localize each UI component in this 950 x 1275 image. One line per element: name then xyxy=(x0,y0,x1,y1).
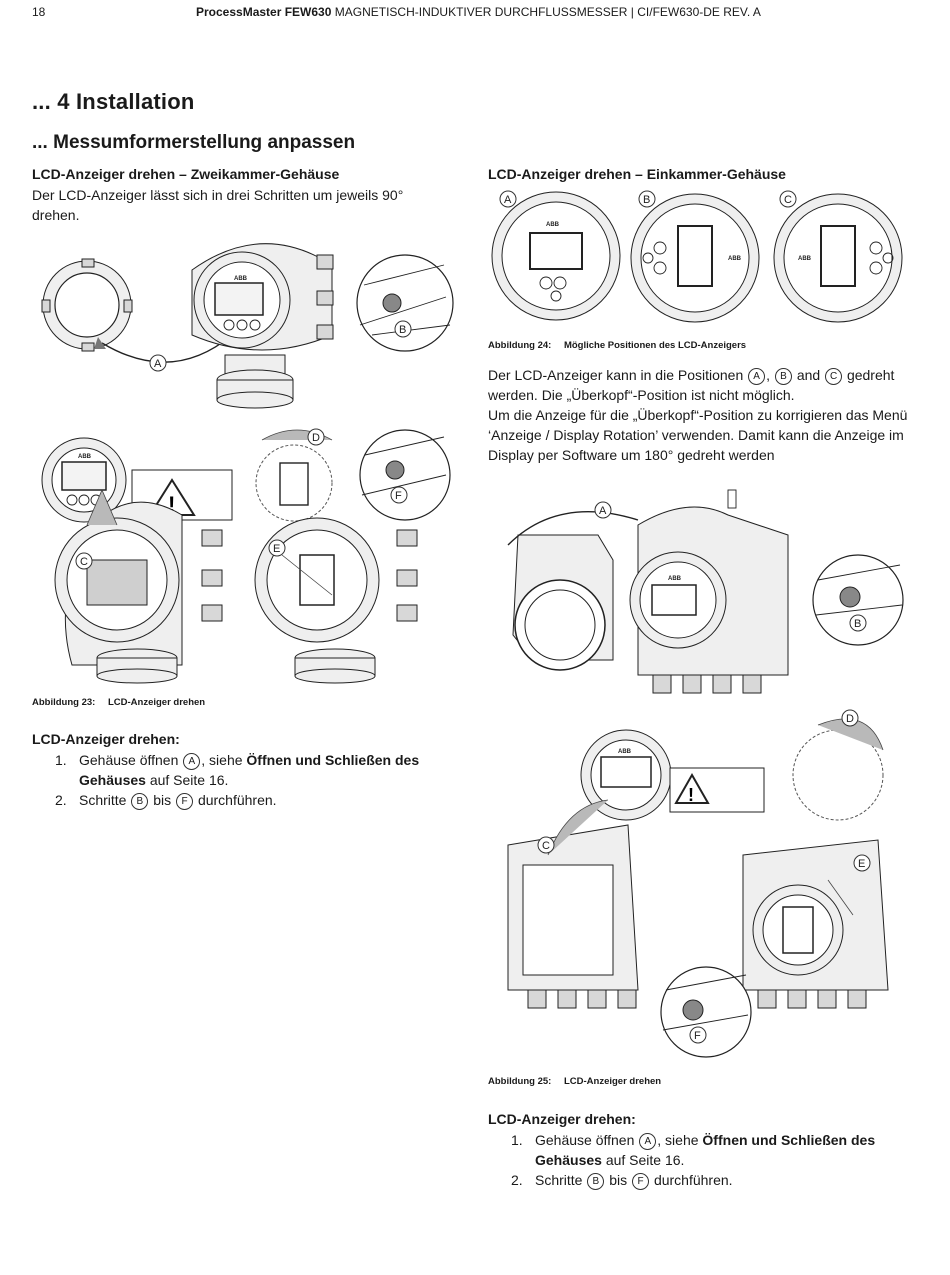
right-step-1-number: 1. xyxy=(511,1132,523,1148)
header-title: MAGNETISCH-INDUKTIVER DURCHFLUSSMESSER |… xyxy=(334,5,761,19)
figure-25-illustration: ABB A B ABB ! C D xyxy=(507,489,904,1058)
svg-text:ABB: ABB xyxy=(618,749,632,755)
link-open-close-housing[interactable]: Öffnen und Schließen des Gehäuses xyxy=(535,1132,876,1168)
left-step-1: 1. Gehäuse öffnen A, siehe Öffnen und Sc… xyxy=(32,750,442,790)
svg-text:F: F xyxy=(395,490,402,502)
svg-text:A: A xyxy=(504,194,512,206)
link-open-close-housing[interactable]: Öffnen und Schließen des Gehäuses xyxy=(79,752,420,788)
right-steps-list: 1. Gehäuse öffnen A, siehe Öffnen und Sc… xyxy=(488,1130,908,1190)
display-position-a: ABB A xyxy=(491,190,621,321)
figure-23-illustration: A ABB B ABB ! xyxy=(41,243,454,684)
left-heading: LCD-Anzeiger drehen – Zweikammer-Gehäuse xyxy=(32,166,340,182)
svg-text:D: D xyxy=(312,432,320,444)
svg-text:ABB: ABB xyxy=(668,576,682,582)
para-1-end: gedreht werden. Die „Überkopf“-Position … xyxy=(488,367,895,403)
svg-text:F: F xyxy=(694,1030,701,1042)
svg-text:A: A xyxy=(599,505,607,517)
svg-text:ABB: ABB xyxy=(728,256,742,262)
left-steps-list: 1. Gehäuse öffnen A, siehe Öffnen und Sc… xyxy=(32,750,442,810)
right-step-2-number: 2. xyxy=(511,1172,523,1188)
svg-text:D: D xyxy=(846,713,854,725)
svg-text:B: B xyxy=(399,324,406,336)
figure-25-number: Abbildung 25: xyxy=(488,1076,552,1087)
left-step-2-number: 2. xyxy=(55,792,67,808)
right-step-1: 1. Gehäuse öffnen A, siehe Öffnen und Sc… xyxy=(488,1130,908,1170)
callout-marker: F xyxy=(176,793,194,810)
figure-24-illustration: ABB A ABB B ABB C xyxy=(491,190,903,323)
callout-marker: A xyxy=(183,753,201,770)
left-step-2-mid: bis xyxy=(153,792,172,808)
svg-text:C: C xyxy=(80,556,88,568)
page-number: 18 xyxy=(32,5,46,19)
single-chamber-step-d-e: D E F xyxy=(660,709,889,1058)
svg-text:ABB: ABB xyxy=(798,256,812,262)
callout-marker: F xyxy=(632,1173,650,1190)
callout-marker: A xyxy=(639,1133,657,1150)
left-step-1-pre: Gehäuse öffnen xyxy=(79,752,179,768)
callout-marker: B xyxy=(774,368,792,385)
right-step-2-mid: bis xyxy=(609,1172,628,1188)
right-step-1-mid: , siehe xyxy=(657,1132,699,1148)
figure-25-text: LCD-Anzeiger drehen xyxy=(563,1076,662,1087)
running-header: ProcessMaster FEW630 MAGNETISCH-INDUKTIV… xyxy=(196,5,761,19)
left-intro: Der LCD-Anzeiger lässt sich in drei Schr… xyxy=(32,187,404,223)
right-step-1-post: auf Seite 16. xyxy=(605,1152,685,1168)
figure-23-number: Abbildung 23: xyxy=(32,697,96,708)
figure-23-caption: Abbildung 23: LCD-Anzeiger drehen xyxy=(32,697,205,708)
left-step-1-mid: , siehe xyxy=(201,752,243,768)
section-title: ... Messumformerstellung anpassen xyxy=(32,132,356,153)
header-product: ProcessMaster FEW630 xyxy=(196,5,332,19)
left-step-2: 2. Schritte B bis F durchführen. xyxy=(32,790,442,810)
svg-text:C: C xyxy=(784,194,792,206)
display-position-b: ABB B xyxy=(630,190,760,323)
figure-25-caption: Abbildung 25: LCD-Anzeiger drehen xyxy=(488,1076,661,1087)
single-chamber-housing-open: ABB A B xyxy=(507,489,904,694)
right-step-2-pre: Schritte xyxy=(535,1172,583,1188)
svg-text:E: E xyxy=(858,858,865,870)
figure-23-text: LCD-Anzeiger drehen xyxy=(107,697,206,708)
figure-24-text: Mögliche Positionen des LCD-Anzeigers xyxy=(563,340,747,351)
left-step-1-number: 1. xyxy=(55,752,67,768)
callout-marker: B xyxy=(131,793,149,810)
transmitter-housing-step-d-e: D E F xyxy=(254,428,451,684)
svg-text:C: C xyxy=(542,840,550,852)
chapter-title: ... 4 Installation xyxy=(32,89,195,114)
display-position-c: ABB C xyxy=(773,190,903,323)
right-paragraph-2: Um die Anzeige für die „Überkopf“-Positi… xyxy=(488,407,908,463)
para-1-and: and xyxy=(796,367,821,383)
svg-text:A: A xyxy=(154,358,162,370)
right-steps-heading: LCD-Anzeiger drehen: xyxy=(488,1111,636,1127)
transmitter-housing-top: ABB xyxy=(191,243,334,409)
left-step-1-post: auf Seite 16. xyxy=(149,772,229,788)
left-steps-heading: LCD-Anzeiger drehen: xyxy=(32,731,180,747)
svg-text:B: B xyxy=(643,194,650,206)
detail-zoom-b: B xyxy=(356,254,454,352)
right-heading: LCD-Anzeiger drehen – Einkammer-Gehäuse xyxy=(488,166,786,182)
right-step-2: 2. Schritte B bis F durchführen. xyxy=(488,1170,908,1190)
left-step-2-pre: Schritte xyxy=(79,792,127,808)
callout-a: A xyxy=(149,354,167,372)
svg-text:!: ! xyxy=(168,492,175,517)
svg-text:ABB: ABB xyxy=(234,276,248,282)
para-1-start: Der LCD-Anzeiger kann in die Positionen xyxy=(488,367,744,383)
right-step-1-pre: Gehäuse öffnen xyxy=(535,1132,635,1148)
transmitter-housing-step-c: ABB ! C xyxy=(41,437,233,684)
svg-text:B: B xyxy=(854,618,861,630)
figure-24-caption: Abbildung 24: Mögliche Positionen des LC… xyxy=(488,340,746,351)
housing-cover-removed xyxy=(41,258,133,352)
single-chamber-step-c: ABB ! C xyxy=(507,729,765,1009)
callout-marker: B xyxy=(587,1173,605,1190)
right-paragraph-1: Der LCD-Anzeiger kann in die Positionen … xyxy=(488,365,918,405)
svg-text:ABB: ABB xyxy=(78,454,92,460)
svg-text:!: ! xyxy=(688,785,694,805)
svg-text:E: E xyxy=(273,543,280,555)
para-1-separator: , xyxy=(766,367,771,383)
figure-24-number: Abbildung 24: xyxy=(488,340,552,351)
left-step-2-post: durchführen. xyxy=(197,792,277,808)
svg-text:ABB: ABB xyxy=(546,222,560,228)
callout-marker: A xyxy=(748,368,766,385)
right-step-2-post: durchführen. xyxy=(653,1172,733,1188)
callout-marker: C xyxy=(825,368,843,385)
